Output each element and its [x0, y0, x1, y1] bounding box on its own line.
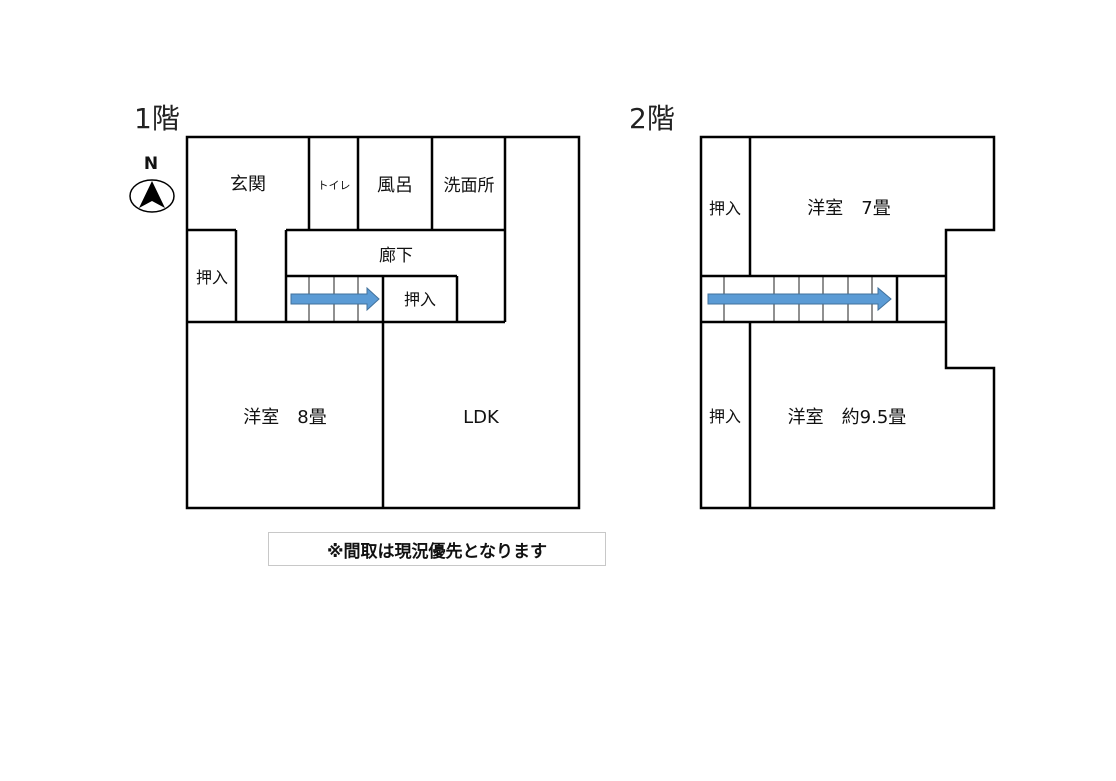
stair-arrow-icon — [707, 286, 892, 312]
layout-disclaimer-note: ※間取は現況優先となります — [268, 532, 606, 566]
floor2-plan: 押入 洋室 7畳 押入 洋室 約9.5畳 — [699, 135, 996, 510]
room-western-7: 洋室 7畳 — [807, 198, 890, 219]
room-hallway: 廊下 — [379, 246, 413, 266]
room-closet-bottom: 押入 — [709, 407, 741, 426]
floor2-title: 2階 — [629, 102, 675, 135]
floor1-plan: 玄関 トイレ 風呂 洗面所 押入 廊下 押入 洋室 8畳 LDK — [185, 135, 581, 510]
stair-arrow-icon — [290, 286, 380, 312]
compass-north-label: N — [144, 154, 158, 174]
room-closet-top: 押入 — [709, 199, 741, 218]
room-genkan: 玄関 — [230, 174, 266, 195]
room-toilet: トイレ — [318, 179, 351, 192]
floor1-title: 1階 — [134, 102, 180, 135]
room-washroom: 洗面所 — [444, 176, 495, 196]
compass-icon: N — [129, 154, 175, 213]
floor2-outline — [699, 135, 996, 510]
room-western-9-5: 洋室 約9.5畳 — [788, 407, 907, 428]
room-ldk: LDK — [463, 407, 500, 428]
room-bath: 風呂 — [377, 175, 413, 196]
room-closet-stair: 押入 — [404, 290, 436, 309]
room-closet-left: 押入 — [196, 268, 228, 287]
room-western-8: 洋室 8畳 — [243, 407, 326, 428]
